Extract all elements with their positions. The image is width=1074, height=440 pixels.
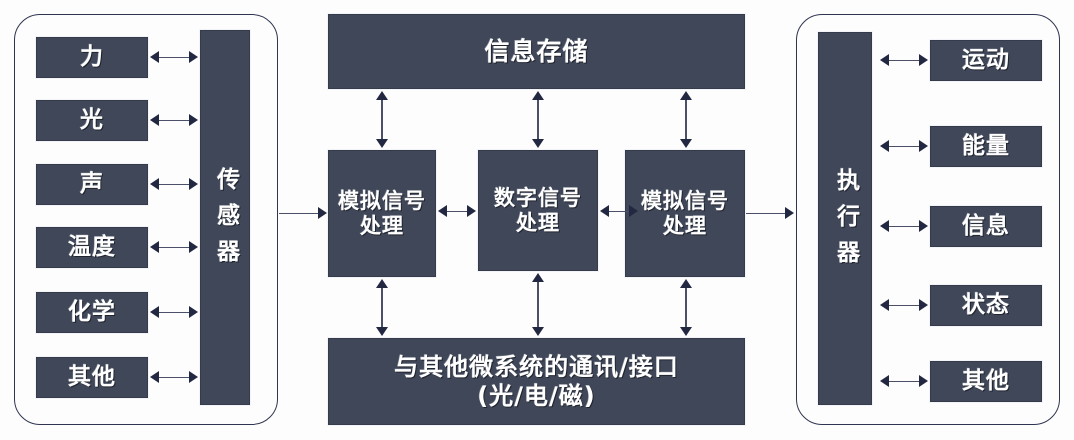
connector-analog1-digital — [440, 210, 474, 213]
arrowhead-left — [438, 205, 447, 217]
arrowhead-right — [629, 205, 638, 217]
connector-force-sensor — [152, 56, 196, 59]
connector-sound-sensor — [152, 183, 196, 186]
arrowhead-right — [467, 205, 476, 217]
actuator-output-other[interactable]: 其他 — [930, 361, 1042, 402]
arrowhead-up — [376, 91, 388, 100]
connector-storage-analog1 — [381, 93, 383, 146]
sensor-bar[interactable]: 传感器 — [200, 30, 250, 405]
block-line-1: 模拟信号 — [338, 188, 426, 213]
arrowhead-left — [880, 140, 889, 152]
arrowhead-left — [880, 299, 889, 311]
information-storage-block[interactable]: 信息存储 — [328, 14, 745, 89]
arrowhead-right — [189, 51, 198, 63]
arrowhead-down — [532, 139, 544, 148]
connector-actuator-status — [882, 304, 926, 307]
sensor-group-frame — [14, 14, 278, 425]
arrowhead-right — [189, 306, 198, 318]
connector-light-sensor — [152, 119, 196, 122]
connector-temperature-sensor — [152, 246, 196, 249]
arrowhead-right — [919, 54, 928, 66]
arrowhead-right — [189, 114, 198, 126]
arrowhead-down — [532, 327, 544, 336]
block-line-1: 模拟信号 — [641, 188, 729, 213]
connector-analog2-to-actuatorgroup — [746, 212, 790, 215]
arrowhead-left — [880, 220, 889, 232]
arrowhead-right — [919, 299, 928, 311]
arrowhead-up — [680, 91, 692, 100]
block-line-2: (光/电/磁) — [477, 381, 596, 410]
arrowhead-down — [680, 139, 692, 148]
connector-analog1-comms — [381, 281, 383, 334]
actuator-output-energy[interactable]: 能量 — [930, 126, 1042, 167]
connector-actuator-motion — [882, 59, 926, 62]
connector-actuator-other — [882, 380, 926, 383]
connector-actuator-information — [882, 225, 926, 228]
block-line-2: 处理 — [360, 213, 404, 238]
actuator-output-information[interactable]: 信息 — [930, 206, 1042, 247]
connector-digital-comms — [537, 275, 539, 334]
communication-interface-block[interactable]: 与其他微系统的通讯/接口 (光/电/磁) — [328, 338, 745, 425]
arrowhead-left — [150, 306, 159, 318]
connector-storage-analog2 — [685, 93, 687, 146]
actuator-output-motion[interactable]: 运动 — [930, 40, 1042, 81]
analog-signal-processing-block-1[interactable]: 模拟信号 处理 — [328, 150, 436, 277]
arrowhead-left — [880, 375, 889, 387]
arrowhead-right — [919, 220, 928, 232]
sensor-input-light[interactable]: 光 — [36, 100, 148, 141]
arrowhead-up — [680, 279, 692, 288]
connector-storage-digital — [537, 93, 539, 146]
arrowhead-right — [785, 207, 794, 219]
actuator-output-status[interactable]: 状态 — [930, 285, 1042, 326]
sensor-input-temperature[interactable]: 温度 — [36, 227, 148, 268]
arrowhead-left — [880, 54, 889, 66]
connector-analog2-comms — [685, 281, 687, 334]
arrowhead-up — [532, 273, 544, 282]
arrowhead-down — [376, 139, 388, 148]
connector-actuator-energy — [882, 145, 926, 148]
connector-digital-analog2 — [602, 210, 636, 213]
sensor-input-sound[interactable]: 声 — [36, 164, 148, 205]
arrowhead-left — [600, 205, 609, 217]
arrowhead-down — [376, 327, 388, 336]
arrowhead-up — [376, 279, 388, 288]
arrowhead-left — [150, 114, 159, 126]
arrowhead-right — [919, 375, 928, 387]
arrowhead-left — [150, 51, 159, 63]
arrowhead-right — [189, 371, 198, 383]
arrowhead-right — [189, 178, 198, 190]
connector-sensorgroup-to-analog1 — [279, 212, 323, 215]
digital-signal-processing-block[interactable]: 数字信号 处理 — [478, 150, 598, 271]
arrowhead-right — [189, 241, 198, 253]
arrowhead-right — [919, 140, 928, 152]
block-line-2: 处理 — [516, 210, 560, 235]
analog-signal-processing-block-2[interactable]: 模拟信号 处理 — [625, 150, 745, 277]
connector-chemical-sensor — [152, 311, 196, 314]
actuator-group-frame — [796, 14, 1060, 425]
sensor-input-other[interactable]: 其他 — [36, 357, 148, 398]
block-line-2: 处理 — [663, 213, 707, 238]
block-line-1: 数字信号 — [494, 185, 582, 210]
actuator-bar[interactable]: 执行器 — [818, 32, 872, 405]
sensor-input-force[interactable]: 力 — [36, 37, 148, 78]
sensor-input-chemical[interactable]: 化学 — [36, 292, 148, 333]
arrowhead-left — [150, 178, 159, 190]
arrowhead-right — [318, 207, 327, 219]
arrowhead-left — [150, 241, 159, 253]
arrowhead-up — [532, 91, 544, 100]
block-line-1: 与其他微系统的通讯/接口 — [394, 353, 679, 382]
arrowhead-left — [150, 371, 159, 383]
arrowhead-down — [680, 327, 692, 336]
connector-other-sensor — [152, 376, 196, 379]
